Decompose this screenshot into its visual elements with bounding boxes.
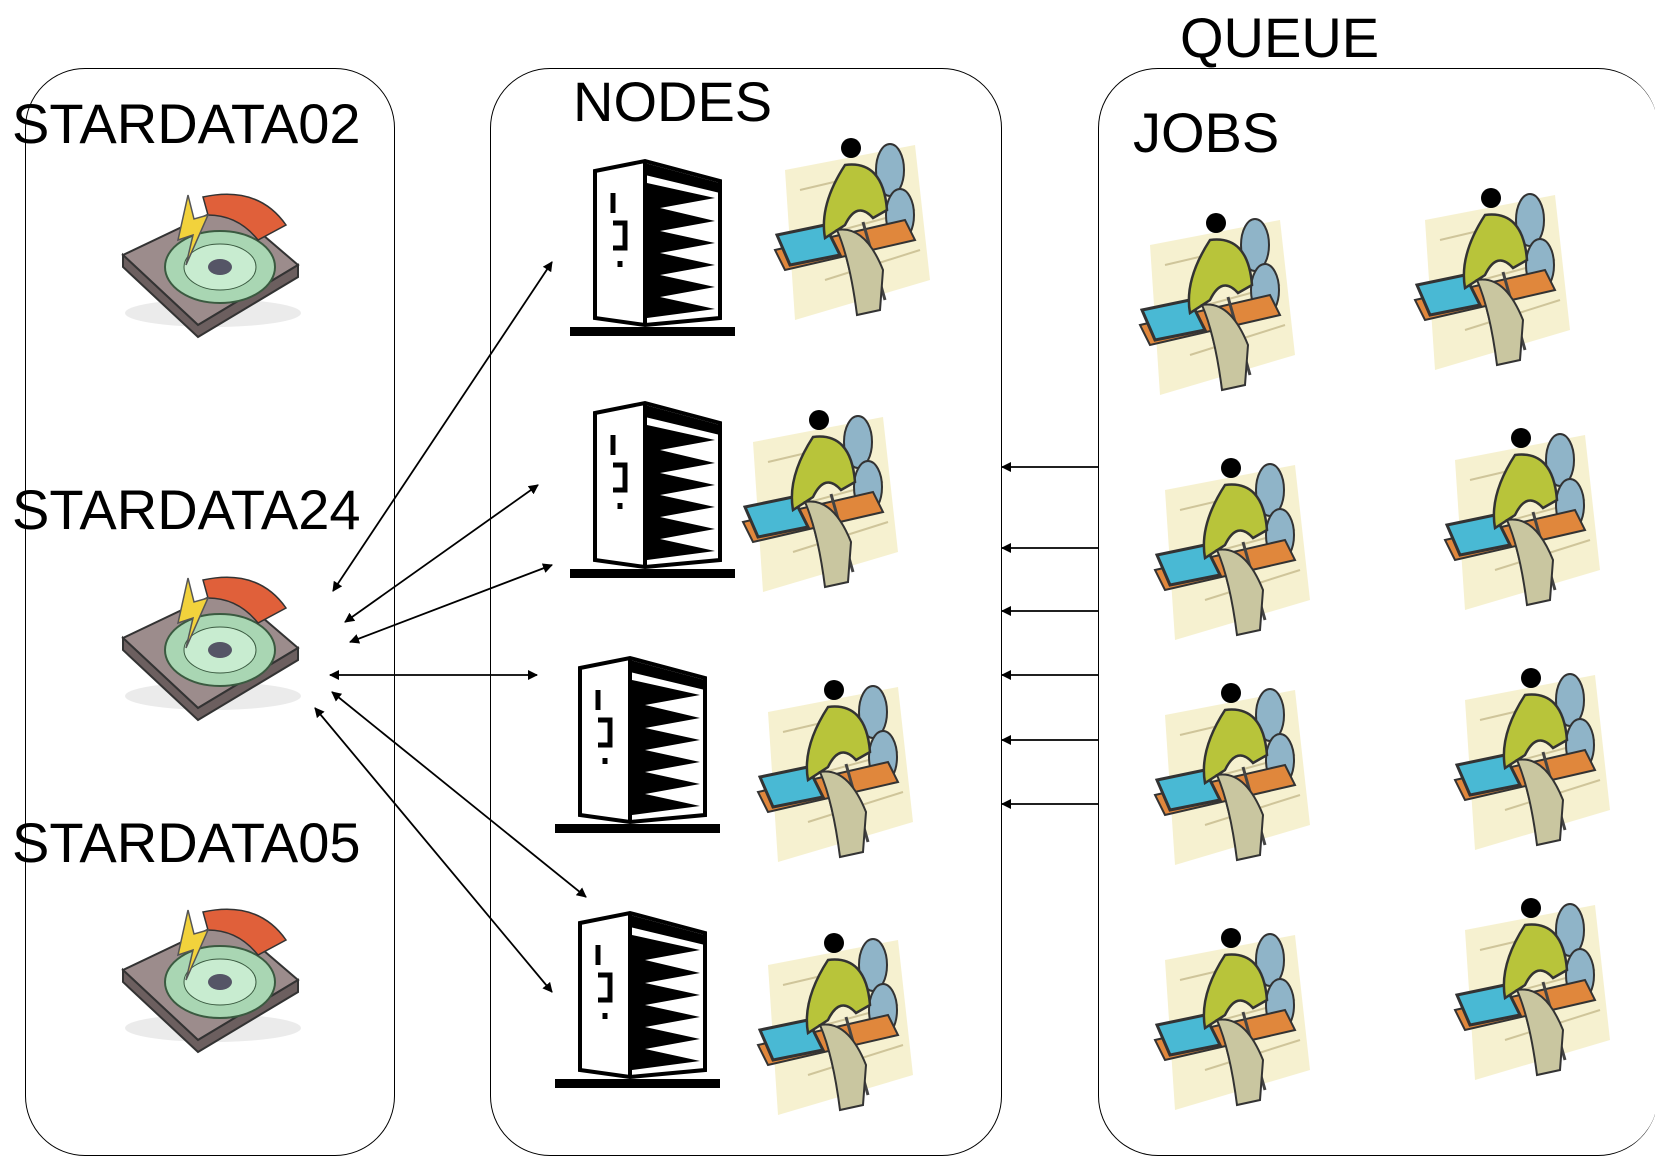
nodes-title: NODES: [573, 70, 773, 133]
arrow-disk-node2b: [349, 563, 553, 644]
disk-label-stardata24: STARDATA24: [12, 478, 361, 541]
disk-label-stardata05: STARDATA05: [12, 811, 361, 874]
queue-header: QUEUE: [1180, 6, 1380, 69]
arrow-disk-node2a: [344, 484, 539, 623]
arrow-disk-node4b: [314, 707, 553, 993]
arrow-disk-node1: [332, 261, 553, 592]
arrow-disk-node4a: [331, 691, 587, 898]
disk-label-stardata02: STARDATA02: [12, 92, 361, 155]
jobs-title: JOBS: [1133, 101, 1280, 164]
